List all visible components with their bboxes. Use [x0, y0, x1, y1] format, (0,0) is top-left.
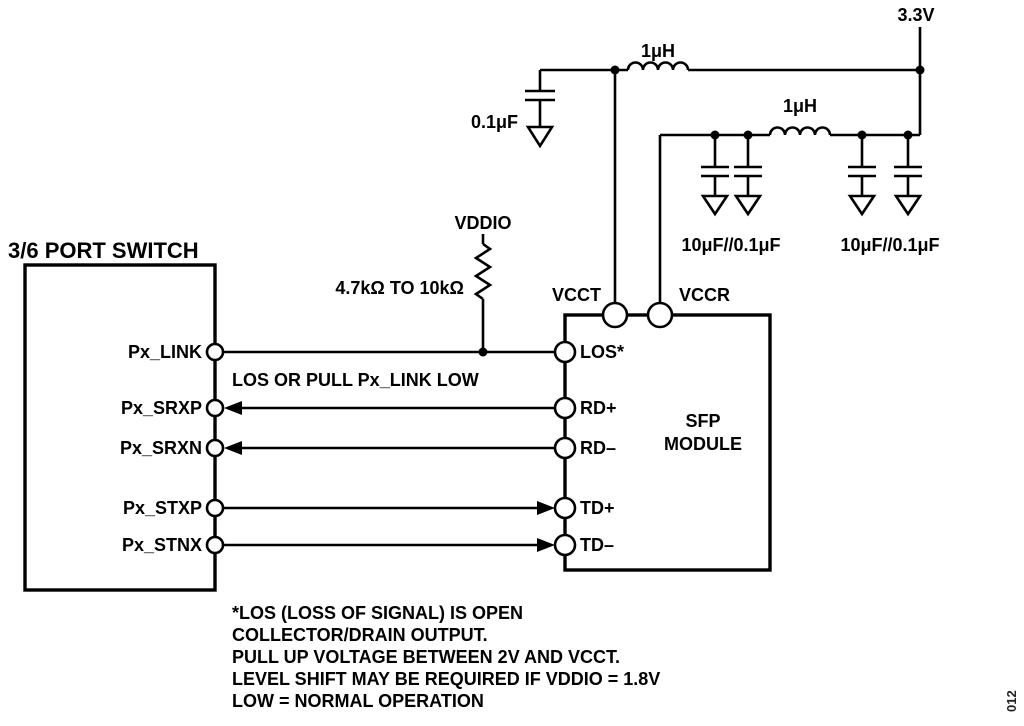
inductor-2-label: 1μH [783, 96, 817, 116]
pullup-resistor [473, 234, 493, 352]
pin-label-los: LOS* [580, 342, 624, 362]
power-rail-3v3 [540, 27, 922, 315]
capacitor [847, 135, 877, 217]
pin-label-px-stxp: Px_STXP [123, 498, 202, 518]
footnote-line-1: *LOS (LOSS OF SIGNAL) IS OPEN [232, 603, 523, 623]
pin-label-px-srxp: Px_SRXP [121, 398, 202, 418]
vddio-label: VDDIO [454, 213, 511, 233]
arrowhead-td-plus [537, 501, 555, 515]
pullup-resistor-label: 4.7kΩ TO 10kΩ [335, 278, 464, 298]
pin-vcct [601, 301, 629, 329]
signal-wires [215, 350, 565, 547]
inductor-vccr [768, 126, 832, 136]
arrowhead-td-minus [537, 538, 555, 552]
ground-symbol [847, 194, 877, 217]
capacitor [733, 135, 763, 217]
sfp-pin-labels: LOS* RD+ RD– TD+ TD– [580, 342, 624, 555]
pin-label-rd-plus: RD+ [580, 398, 617, 418]
pin-td-minus [553, 533, 577, 557]
pin-label-td-minus: TD– [580, 535, 614, 555]
supply-voltage-label: 3.3V [897, 5, 934, 25]
inductor-vcct [626, 61, 690, 71]
sfp-module-title-line1: SFP [685, 411, 720, 431]
bypass-capacitor [525, 70, 555, 149]
pin-td-plus [553, 496, 577, 520]
cap-bank-1-label: 10μF//0.1μF [681, 235, 780, 255]
filter-capacitor-bank-1 [700, 135, 763, 217]
port-switch-pin-circles [205, 342, 225, 555]
pin-rd-plus [553, 396, 577, 420]
ground-symbol [893, 194, 923, 217]
pin-label-px-srxn: Px_SRXN [120, 438, 202, 458]
port-switch-pin-labels: Px_LINK Px_SRXP Px_SRXN Px_STXP Px_STNX [120, 342, 202, 555]
pin-px-link [205, 342, 225, 362]
filter-capacitor-bank-2 [847, 135, 923, 217]
footnote-line-5: LOW = NORMAL OPERATION [232, 691, 484, 711]
ground-symbol [700, 194, 730, 217]
capacitor [893, 135, 923, 217]
inductor-1-label: 1μH [641, 41, 675, 61]
ground-symbol [733, 194, 763, 217]
footnote: *LOS (LOSS OF SIGNAL) IS OPEN COLLECTOR/… [232, 603, 660, 711]
ground-symbol [525, 125, 555, 149]
footnote-line-3: PULL UP VOLTAGE BETWEEN 2V AND VCCT. [232, 647, 620, 667]
capacitor [700, 135, 730, 217]
pin-rd-minus [553, 436, 577, 460]
pin-label-rd-minus: RD– [580, 438, 616, 458]
pin-label-px-stnx: Px_STNX [122, 535, 202, 555]
arrowhead-rd-plus [224, 401, 242, 415]
pin-label-px-link: Px_LINK [128, 342, 202, 362]
figure-id: 012 [1004, 690, 1019, 712]
pin-px-srxn [205, 438, 225, 458]
port-switch-box [23, 263, 217, 592]
pin-px-stxp [205, 498, 225, 518]
vccr-label: VCCR [679, 285, 730, 305]
bypass-cap-label: 0.1μF [471, 112, 518, 132]
footnote-line-4: LEVEL SHIFT MAY BE REQUIRED IF VDDIO = 1… [232, 669, 660, 689]
sfp-pin-circles [553, 301, 674, 557]
pin-vccr [646, 301, 674, 329]
arrowhead-rd-minus [224, 441, 242, 455]
pin-px-srxp [205, 398, 225, 418]
junction-dots [478, 65, 925, 357]
cap-bank-2-label: 10μF//0.1μF [840, 235, 939, 255]
pin-px-stnx [205, 535, 225, 555]
sfp-module-title-line2: MODULE [664, 434, 742, 454]
los-wire-note: LOS OR PULL Px_LINK LOW [232, 370, 479, 390]
vcct-label: VCCT [552, 285, 601, 305]
pin-label-td-plus: TD+ [580, 498, 615, 518]
pin-los [553, 340, 577, 364]
footnote-line-2: COLLECTOR/DRAIN OUTPUT. [232, 625, 488, 645]
port-switch-title: 3/6 PORT SWITCH [8, 238, 199, 263]
